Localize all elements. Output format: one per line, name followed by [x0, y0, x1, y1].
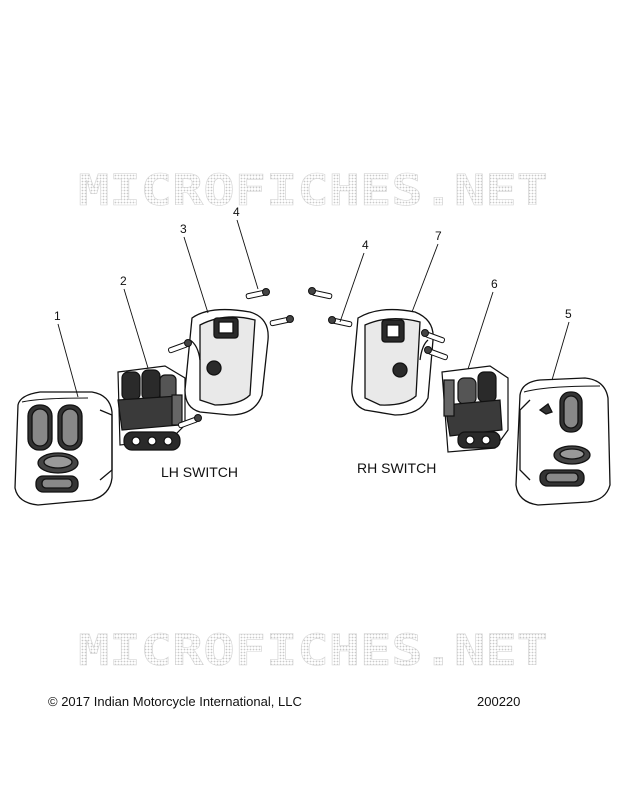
callout-5: 5 [565, 307, 572, 321]
part-7-rh-lower-housing [351, 308, 434, 416]
watermark-bottom: MICROFICHES.NET [78, 626, 549, 677]
document-number: 200220 [477, 694, 521, 709]
screw-right-3 [421, 329, 446, 344]
screw-right-1 [308, 287, 333, 300]
callout-3: 3 [180, 222, 187, 236]
callout-7: 7 [435, 229, 442, 243]
screw-left-1 [245, 288, 270, 300]
part-2-lh-switch-assembly [117, 365, 186, 451]
callout-6: 6 [491, 277, 498, 291]
callout-1: 1 [54, 309, 61, 323]
part-3-lh-lower-housing [184, 308, 269, 416]
group-label-lh: LH SWITCH [161, 464, 238, 480]
group-label-rh: RH SWITCH [357, 460, 436, 476]
callouts: 1 2 3 4 4 5 6 7 [54, 205, 572, 323]
svg-text:MICROFICHES.NET: MICROFICHES.NET [78, 626, 548, 676]
screw-right-4 [424, 346, 449, 361]
callout-4-right: 4 [362, 238, 369, 252]
part-6-rh-switch-assembly [441, 365, 509, 453]
callout-4-left: 4 [233, 205, 240, 219]
part-1-lh-housing [14, 391, 113, 506]
screw-left-4 [177, 414, 202, 429]
watermark-top: MICROFICHES.NET [78, 166, 549, 217]
copyright-text: © 2017 Indian Motorcycle International, … [48, 694, 302, 709]
svg-text:MICROFICHES.NET: MICROFICHES.NET [78, 166, 548, 216]
leader-lines [57, 219, 570, 398]
callout-2: 2 [120, 274, 127, 288]
part-5-rh-housing [515, 377, 611, 506]
screw-left-2 [269, 315, 294, 327]
screw-right-2 [328, 316, 353, 328]
screw-left-3 [167, 339, 192, 354]
